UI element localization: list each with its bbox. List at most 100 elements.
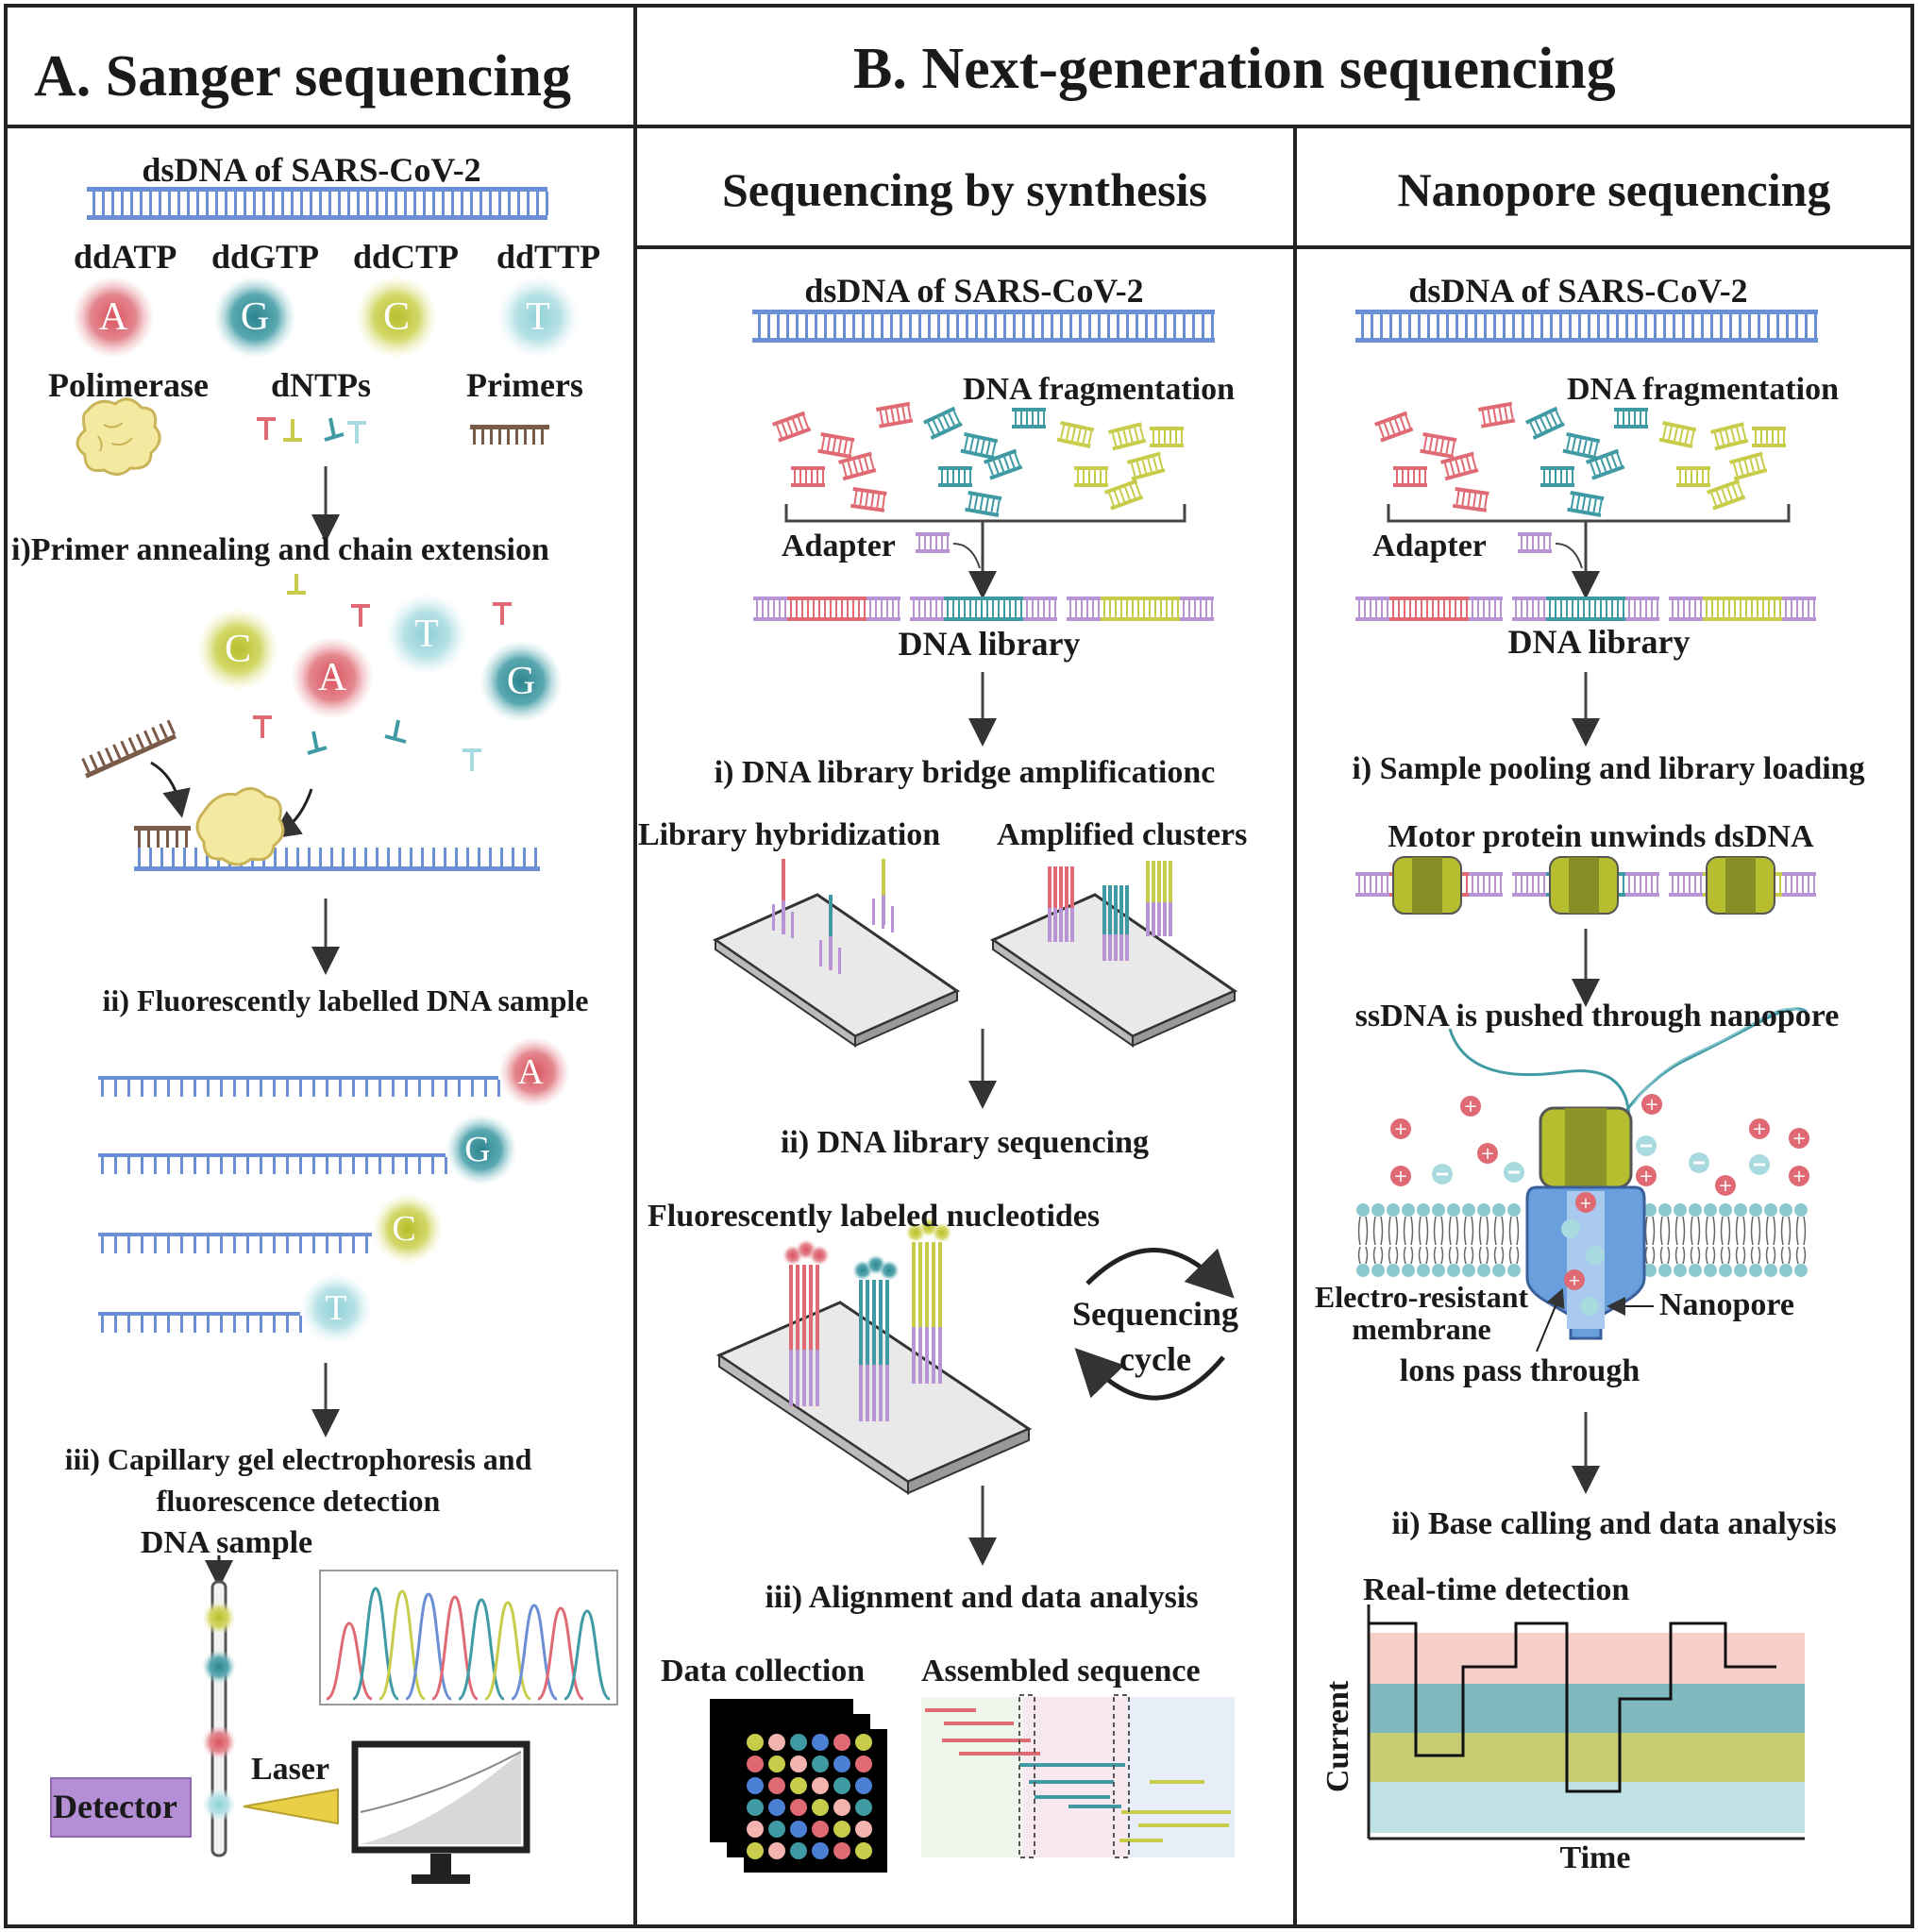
base-letter-a: A [317, 656, 347, 699]
flowcell-clusters [989, 861, 1238, 1048]
nanopore-label: Nanopore [1659, 1287, 1794, 1322]
detector-box [50, 1777, 192, 1838]
base-letter-c: C [382, 295, 411, 339]
step-np1-label: i) Sample pooling and library loading [1352, 751, 1865, 786]
dsdna-label-sbs: dsDNA of SARS-CoV-2 [804, 272, 1144, 310]
membrane-label-line1: Electro-resistant [1314, 1280, 1529, 1314]
monitor-icon [351, 1740, 530, 1884]
dsdna-strand-sbs [752, 310, 1215, 343]
panel-b-title: B. Next-generation sequencing [853, 37, 1616, 101]
dna-library-nanopore [1355, 596, 1816, 621]
membrane-label-line2: membrane [1352, 1312, 1491, 1346]
dna-library-sbs [753, 596, 1214, 621]
labeled-nucleotides-label: Fluorescently labeled nucleotides [648, 1199, 1101, 1234]
dna-sample-label: DNA sample [140, 1525, 313, 1560]
laser-beam [243, 1788, 339, 1825]
base-letter-g: G [464, 1130, 491, 1169]
data-collection-label: Data collection [661, 1654, 866, 1688]
primer-icon [470, 425, 549, 445]
flowcell-sequencing [715, 1217, 1033, 1495]
svg-text:+: + [1393, 1119, 1407, 1139]
base-letter-t: T [526, 295, 550, 339]
svg-text:+: + [1639, 1167, 1653, 1186]
fragmentation-label-nanopore: DNA fragmentation [1567, 372, 1840, 407]
motor-protein-library [1355, 856, 1816, 915]
svg-text:+: + [1463, 1097, 1477, 1117]
realtime-label: Real-time detection [1363, 1572, 1630, 1607]
ions-label: lons pass through [1399, 1353, 1640, 1388]
flowcell-hybridization [712, 859, 961, 1048]
dsdna-label-a: dsDNA of SARS-CoV-2 [142, 151, 481, 189]
svg-text:+: + [1752, 1119, 1766, 1139]
dntps-label: dNTPs [271, 366, 372, 404]
dsdna-strand-a [87, 187, 548, 220]
assembled-sequence-view [921, 1694, 1235, 1858]
svg-text:+: + [1568, 1271, 1580, 1289]
annealing-scene [81, 574, 563, 871]
ssdna-pushed-label: ssDNA is pushed through nanopore [1354, 999, 1840, 1033]
step-sbs2-label: ii) DNA library sequencing [780, 1125, 1150, 1160]
hybridization-label: Library hybridization [638, 817, 941, 852]
chromatogram [319, 1570, 618, 1705]
svg-text:+: + [1579, 1194, 1591, 1212]
svg-text:+: + [1644, 1095, 1658, 1115]
capillary-tube [202, 1555, 236, 1857]
step-sbs3-label: iii) Alignment and data analysis [765, 1580, 1199, 1615]
panel-a-title: A. Sanger sequencing [34, 44, 571, 109]
step-np2-label: ii) Base calling and data analysis [1391, 1506, 1837, 1541]
labelled-fragments [98, 1036, 570, 1344]
ddgtp-label: ddGTP [211, 238, 320, 276]
base-circles-top [72, 276, 580, 359]
panel-frame [4, 4, 1914, 1928]
data-collection-grid [710, 1699, 887, 1873]
base-letter-c: C [224, 628, 252, 671]
base-letter-t: T [414, 613, 439, 656]
laser-label: Laser [251, 1752, 330, 1787]
clusters-label: Amplified clusters [997, 817, 1248, 852]
base-letter-c: C [392, 1209, 416, 1249]
library-label-nanopore: DNA library [1507, 623, 1691, 661]
polymerase-icon [76, 397, 161, 476]
fragment-bracket-nanopore [1387, 504, 1791, 585]
sbs-title: Sequencing by synthesis [721, 163, 1208, 216]
ddttp-label: ddTTP [496, 238, 601, 276]
step-a2-label: ii) Fluorescently labelled DNA sample [102, 983, 589, 1017]
current-axis-label: Current [1321, 1680, 1355, 1793]
svg-text:+: + [1792, 1167, 1806, 1186]
fragments-sbs [772, 401, 1184, 517]
time-axis-label: Time [1559, 1840, 1631, 1875]
current-trace-chart [1367, 1604, 1805, 1840]
base-letter-a: A [517, 1052, 544, 1092]
fragments-nanopore [1374, 401, 1786, 517]
step-a3-line2: fluorescence detection [156, 1484, 441, 1518]
dsdna-label-nanopore: dsDNA of SARS-CoV-2 [1408, 272, 1748, 310]
motor-protein-label: Motor protein unwinds dsDNA [1388, 819, 1814, 854]
step-sbs1-label: i) DNA library bridge amplificationc [714, 755, 1216, 790]
base-letter-t: T [325, 1288, 347, 1328]
polimerase-label: Polimerase [48, 366, 209, 404]
ddctp-label: ddCTP [353, 238, 460, 276]
cycle-label-line2: cycle [1119, 1340, 1191, 1378]
ddatp-label: ddATP [74, 238, 177, 276]
svg-text:+: + [1480, 1144, 1494, 1164]
fragment-bracket-sbs [784, 504, 1186, 585]
detector-label: Detector [53, 1788, 177, 1825]
adapter-label-sbs: Adapter [782, 529, 896, 563]
nanopore-title: Nanopore sequencing [1397, 163, 1831, 216]
base-letter-a: A [98, 295, 128, 339]
library-label-sbs: DNA library [898, 625, 1081, 663]
assembled-sequence-label: Assembled sequence [921, 1654, 1201, 1688]
primers-label: Primers [466, 366, 583, 404]
fragmentation-label-sbs: DNA fragmentation [963, 372, 1236, 407]
svg-text:+: + [1792, 1129, 1806, 1149]
base-letter-g: G [240, 295, 270, 339]
step-a1-label: i)Primer annealing and chain extension [11, 532, 549, 567]
sequencing-cycle-arrows [1074, 1248, 1235, 1401]
adapter-label-nanopore: Adapter [1372, 529, 1487, 563]
dntp-icons [257, 417, 366, 444]
dsdna-strand-nanopore [1355, 310, 1818, 343]
cycle-label-line1: Sequencing [1071, 1295, 1239, 1333]
step-a3-line1: iii) Capillary gel electrophoresis and [64, 1442, 532, 1476]
